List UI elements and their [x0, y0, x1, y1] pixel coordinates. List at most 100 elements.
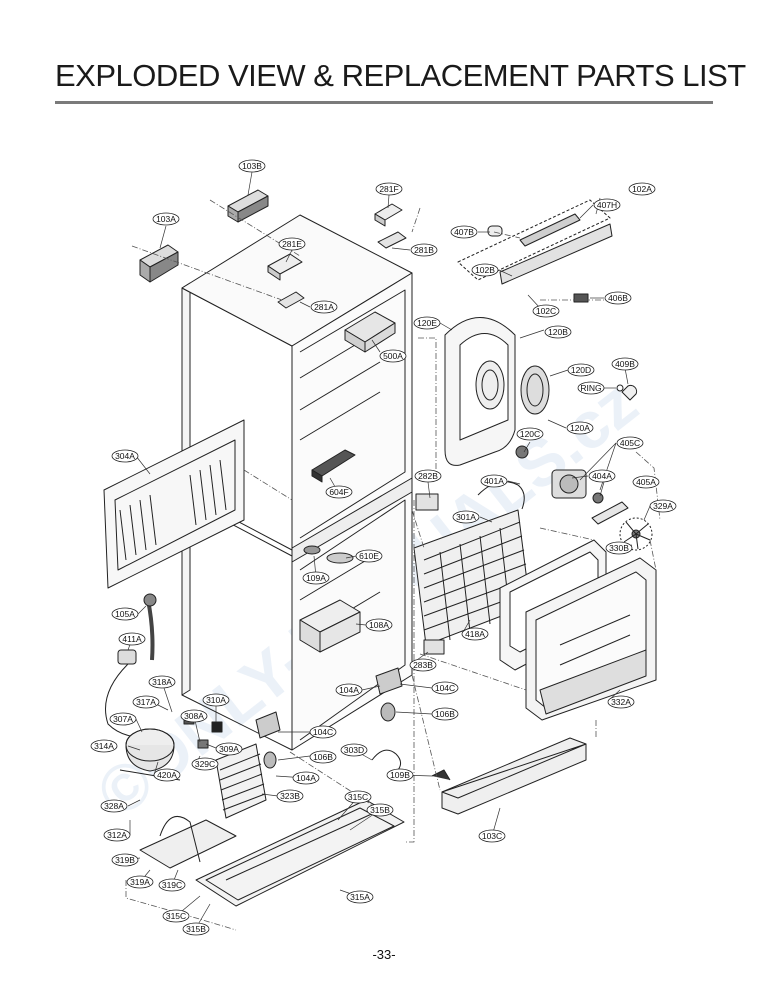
callout-500a: 500A	[379, 349, 407, 363]
callout-406b: 406B	[604, 291, 632, 305]
callout-407h: 407H	[593, 198, 621, 212]
callout-312a: 312A	[103, 828, 131, 842]
callout-label: 317A	[136, 697, 156, 707]
callout-310a: 310A	[202, 693, 230, 707]
callout-label: 328A	[104, 801, 124, 811]
callout-label: 405C	[620, 438, 640, 448]
callout-120a: 120A	[566, 421, 594, 435]
callout-label: 404A	[592, 471, 612, 481]
callout-label: 315C	[166, 911, 186, 921]
callout-label: 330B	[609, 543, 629, 553]
callout-103a: 103A	[152, 212, 180, 226]
callout-label: 104A	[339, 685, 359, 695]
callout-330b: 330B	[605, 541, 633, 555]
callout-315b: 315B	[366, 803, 394, 817]
callout-label: 401A	[484, 476, 504, 486]
hinge-cover-281e	[267, 253, 303, 281]
callout-103c: 103C	[478, 829, 506, 843]
callout-106b-lower: 106B	[309, 750, 337, 764]
title-rule	[55, 101, 713, 104]
callout-label: 120C	[520, 429, 540, 439]
callout-319b: 319B	[111, 853, 139, 867]
callout-102b: 102B	[471, 263, 499, 277]
compartment-cover	[139, 815, 237, 869]
callout-405a: 405A	[632, 475, 660, 489]
callout-407b: 407B	[450, 225, 478, 239]
callout-411a: 411A	[118, 632, 146, 646]
callout-315a: 315A	[346, 890, 374, 904]
callout-282b: 282B	[414, 469, 442, 483]
callout-label: 108A	[369, 620, 389, 630]
page-number: -33-	[372, 947, 396, 962]
callout-332a: 332A	[607, 695, 635, 709]
callout-102a: 102A	[628, 182, 656, 196]
evaporator-cover	[444, 317, 550, 466]
callout-label: 604F	[329, 487, 348, 497]
callout-328a: 328A	[100, 799, 128, 813]
callout-label: 281B	[414, 245, 434, 255]
callout-318a: 318A	[148, 675, 176, 689]
callout-102c: 102C	[532, 304, 560, 318]
callout-120b: 120B	[544, 325, 572, 339]
hinge-cover-103a	[139, 244, 179, 283]
callout-label: 109B	[390, 770, 410, 780]
callout-labels: 103B 281F 102A 103A 407H 407B 281E 281B …	[90, 159, 677, 936]
callout-420a: 420A	[153, 768, 181, 782]
callout-323b: 323B	[276, 789, 304, 803]
callout-label: 281A	[314, 302, 334, 312]
callout-label: 329A	[653, 501, 673, 511]
callout-label: 103B	[242, 161, 262, 171]
hinge-cover-281f	[374, 203, 403, 227]
callout-label: 329C	[195, 759, 215, 769]
callout-label: 308A	[184, 711, 204, 721]
callout-329a: 329A	[649, 499, 677, 513]
callout-120c: 120C	[516, 427, 544, 441]
callout-label: 104C	[435, 683, 455, 693]
fan-motor	[551, 469, 629, 525]
callout-405c: 405C	[616, 436, 644, 450]
callout-label: 315A	[350, 892, 370, 902]
callout-109b: 109B	[386, 768, 414, 782]
back-plate	[103, 419, 245, 589]
callout-label: 102B	[475, 265, 495, 275]
callout-610e: 610E	[355, 549, 383, 563]
fan-blade	[619, 517, 653, 551]
base-tray	[195, 799, 405, 907]
callout-label: 315B	[186, 924, 206, 934]
callout-label: 103A	[156, 214, 176, 224]
callout-label: 109A	[306, 573, 326, 583]
callout-108a: 108A	[365, 618, 393, 632]
box-108a	[299, 599, 361, 653]
callout-label: 406B	[608, 293, 628, 303]
callout-329c: 329C	[191, 757, 219, 771]
callout-309a: 309A	[215, 742, 243, 756]
callout-label: 420A	[157, 770, 177, 780]
callout-label: 418A	[465, 629, 485, 639]
callout-label: 106B	[435, 709, 455, 719]
callout-label: 315C	[348, 792, 368, 802]
vent-604f	[311, 449, 356, 483]
callout-315c-lower: 315C	[162, 909, 190, 923]
page-title: EXPLODED VIEW & REPLACEMENT PARTS LIST	[55, 58, 746, 93]
callout-label: 409B	[615, 359, 635, 369]
callout-104a: 104A	[335, 683, 363, 697]
freezer-drawer	[525, 557, 657, 721]
callout-281f: 281F	[375, 182, 403, 196]
callout-120d: 120D	[567, 363, 595, 377]
callout-label: 282B	[418, 471, 438, 481]
hinge-cover-103b	[227, 189, 269, 223]
callout-303d: 303D	[340, 743, 368, 757]
callout-315b-lower: 315B	[182, 922, 210, 936]
callout-304a: 304A	[111, 449, 139, 463]
callout-301a: 301A	[452, 510, 480, 524]
callout-104c-lower: 104C	[309, 725, 337, 739]
callout-319c: 319C	[158, 878, 186, 892]
callout-label: 411A	[122, 634, 142, 644]
callout-label: 309A	[219, 744, 239, 754]
callout-label: 407H	[597, 200, 617, 210]
callout-label: 102A	[632, 184, 652, 194]
condenser	[215, 743, 267, 819]
callout-106b: 106B	[431, 707, 459, 721]
callout-label: 303D	[344, 745, 364, 755]
